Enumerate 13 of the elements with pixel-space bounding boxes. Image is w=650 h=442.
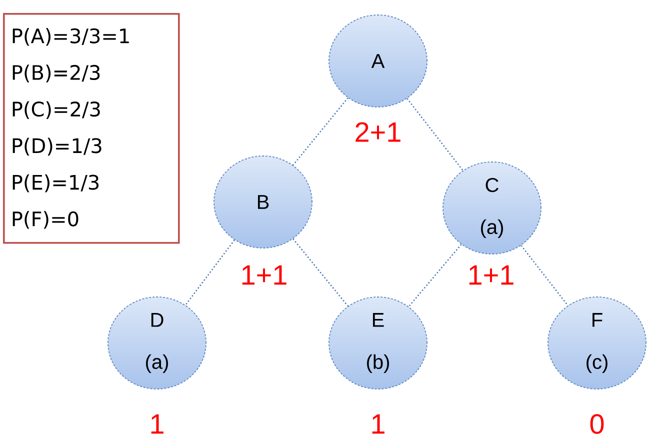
connector-line: [408, 244, 462, 308]
score-label: 1: [372, 414, 384, 434]
connector-line: [292, 97, 348, 166]
connector-line: [406, 98, 464, 171]
formula-box: P(A)=3/3=1 P(B)=2/3 P(C)=2/3 P(D)=1/3 P(E)=1/3 P(F)=0: [3, 13, 180, 244]
connector-line: [520, 245, 568, 306]
connector-line: [292, 238, 348, 307]
connector-line: [185, 240, 235, 306]
score-label: 1: [151, 414, 164, 434]
score-label: 0: [590, 414, 604, 434]
score-label: 2+1: [356, 122, 400, 142]
score-label: 1+1: [242, 265, 286, 285]
score-label: 1+1: [469, 265, 514, 285]
